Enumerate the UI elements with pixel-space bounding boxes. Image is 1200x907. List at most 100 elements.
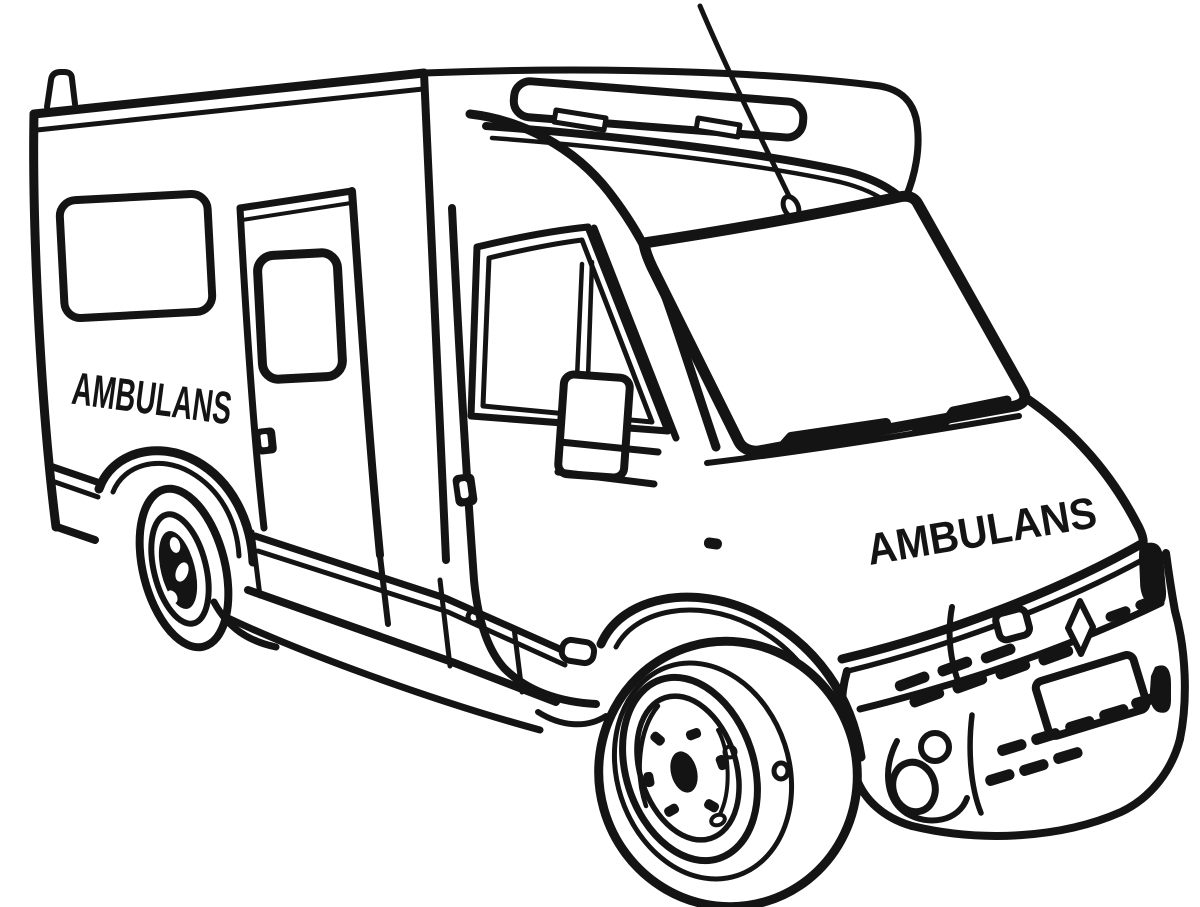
front-fender-arch bbox=[596, 592, 866, 762]
hood: AMBULANS bbox=[837, 393, 1151, 692]
box-roof-drip-line bbox=[34, 86, 426, 133]
bumper-vent-slat bbox=[985, 769, 1015, 786]
mirror-body bbox=[554, 370, 634, 482]
rear-fender-arch-inner bbox=[110, 460, 242, 559]
mirror-arm bbox=[585, 259, 595, 380]
bumper-vent-slat bbox=[1131, 692, 1161, 709]
cab-door-handle-slot bbox=[459, 481, 469, 499]
skirt-line bbox=[251, 532, 566, 654]
door-handle-slot bbox=[260, 434, 269, 448]
box-rear-edge bbox=[29, 109, 61, 532]
light-bar-bracket bbox=[693, 115, 743, 140]
bumper-vent-slat bbox=[1019, 759, 1049, 776]
fog-light bbox=[889, 758, 939, 816]
hood-corner-seam bbox=[946, 604, 964, 692]
box-side-door bbox=[236, 187, 384, 559]
bumper-vent-slat bbox=[1053, 747, 1083, 764]
windshield-group bbox=[638, 190, 1031, 466]
lug-nut bbox=[685, 728, 702, 741]
hood-front-edge bbox=[837, 538, 1148, 664]
lug-nut bbox=[715, 754, 728, 771]
turn-signal bbox=[1149, 665, 1171, 713]
door-top-edge bbox=[236, 187, 356, 212]
roof-marker-stub bbox=[44, 69, 78, 110]
box-front-top-edge bbox=[420, 66, 922, 201]
front-rim-outer bbox=[619, 673, 761, 865]
skirt-divider bbox=[511, 625, 525, 695]
side-marker-light bbox=[558, 636, 598, 667]
door-window bbox=[253, 248, 347, 384]
mirror-strap bbox=[554, 468, 658, 488]
box-side-window bbox=[55, 190, 217, 322]
windshield bbox=[638, 190, 1031, 457]
box-roof-edge bbox=[29, 68, 429, 119]
fender-bolt bbox=[771, 760, 791, 782]
skirt-rivet bbox=[465, 608, 483, 626]
cab-roof bbox=[465, 77, 910, 452]
rear-wheel bbox=[94, 446, 280, 652]
wiper-left bbox=[746, 418, 891, 457]
rear-mud-flap bbox=[210, 598, 280, 651]
bumper-vent-slat bbox=[1031, 728, 1061, 745]
rim-hole bbox=[722, 744, 738, 760]
front-wheel bbox=[594, 636, 862, 907]
cowl-line bbox=[704, 413, 1022, 466]
light-bar-bracket bbox=[551, 107, 609, 133]
hub-highlight bbox=[166, 590, 178, 604]
rim-arc bbox=[637, 703, 661, 809]
bumper-right-edge bbox=[1162, 549, 1189, 743]
grille-slat bbox=[980, 643, 1016, 664]
fog-light-small bbox=[918, 730, 952, 764]
lug-nut bbox=[650, 731, 665, 746]
grille-slat bbox=[952, 673, 988, 694]
rear-fender-arch bbox=[94, 446, 258, 567]
undercarriage-line bbox=[224, 614, 544, 734]
antenna bbox=[697, 3, 802, 220]
grille-slat bbox=[909, 687, 945, 708]
rocker-step bbox=[535, 709, 609, 728]
front-hub bbox=[670, 751, 698, 793]
grille-slat bbox=[995, 659, 1031, 680]
grille-slat bbox=[1105, 606, 1131, 622]
bumper-vent-slat bbox=[997, 739, 1027, 756]
lug-nut bbox=[664, 803, 680, 817]
pillar-seam bbox=[590, 224, 680, 442]
antenna-mast bbox=[697, 3, 792, 199]
skirt-line bbox=[49, 478, 101, 500]
side-skirt bbox=[46, 462, 568, 734]
door-top-inner-line bbox=[240, 201, 353, 222]
grille-badge bbox=[992, 605, 1034, 644]
grille bbox=[856, 595, 1165, 713]
mirror-arm bbox=[574, 261, 585, 381]
lug-nut bbox=[704, 799, 720, 813]
hood-ambulans-text: AMBULANS bbox=[863, 488, 1100, 575]
cab-window-inner bbox=[480, 237, 655, 425]
door-trim-dash bbox=[703, 537, 722, 550]
box-front-edge bbox=[420, 69, 450, 564]
hub-highlight bbox=[169, 537, 181, 553]
bumper-vent-slat bbox=[1099, 704, 1129, 721]
rear-rim bbox=[148, 511, 212, 627]
bumper-vent-slat bbox=[1065, 716, 1095, 733]
skirt-line bbox=[46, 462, 104, 487]
tire-sidewall bbox=[611, 660, 795, 882]
door-left-edge bbox=[236, 204, 268, 532]
skirt-line bbox=[255, 548, 568, 668]
bumper-bottom-edge bbox=[908, 735, 1184, 840]
skirt-divider bbox=[437, 577, 453, 669]
wiper-right bbox=[910, 395, 1012, 432]
headlight-highlight bbox=[1147, 554, 1155, 596]
hub-highlight bbox=[175, 562, 189, 582]
side-ambulans-text: AMBULANS bbox=[69, 362, 234, 434]
cab-roof-edge bbox=[482, 122, 910, 207]
renault-diamond-logo bbox=[1065, 598, 1096, 657]
door-bottom-seam bbox=[377, 553, 391, 627]
mirror-strap bbox=[556, 438, 662, 456]
rim-arc bbox=[716, 728, 730, 816]
front-bumper bbox=[837, 549, 1189, 840]
grille-slat bbox=[1038, 645, 1074, 666]
bumper-divider bbox=[967, 712, 984, 816]
rim-hole bbox=[709, 812, 727, 828]
grille-slat bbox=[894, 671, 930, 692]
